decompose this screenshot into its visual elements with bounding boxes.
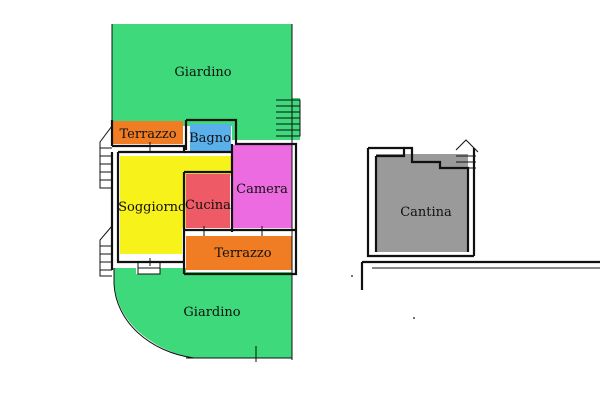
- label-camera: Camera: [236, 182, 288, 197]
- room-terrazzo-top: [112, 121, 183, 144]
- entry-steps: [137, 262, 257, 362]
- room-giardino-bottom: [114, 268, 292, 358]
- room-bagno: [190, 124, 231, 152]
- main-walls: [110, 24, 298, 360]
- room-cantina: [376, 154, 468, 252]
- label-giardino-bottom: Giardino: [183, 305, 240, 320]
- label-giardino-top: Giardino: [174, 65, 231, 80]
- room-cucina: [186, 174, 230, 228]
- room-giardino-top: [112, 24, 300, 140]
- stairs-left: [99, 125, 113, 277]
- room-soggiorno: [120, 156, 232, 254]
- label-bagno: Bagno: [189, 131, 231, 146]
- label-terrazzo-bottom: Terrazzo: [214, 246, 271, 261]
- room-camera: [232, 145, 292, 228]
- room-terrazzo-bottom: [186, 236, 292, 270]
- label-terrazzo-top: Terrazzo: [119, 127, 176, 142]
- cantina-walls: [351, 139, 600, 319]
- label-cantina: Cantina: [400, 205, 452, 220]
- stairs-right: [276, 99, 301, 137]
- label-cucina: Cucina: [185, 198, 231, 213]
- label-soggiorno: Soggiorno: [118, 200, 186, 215]
